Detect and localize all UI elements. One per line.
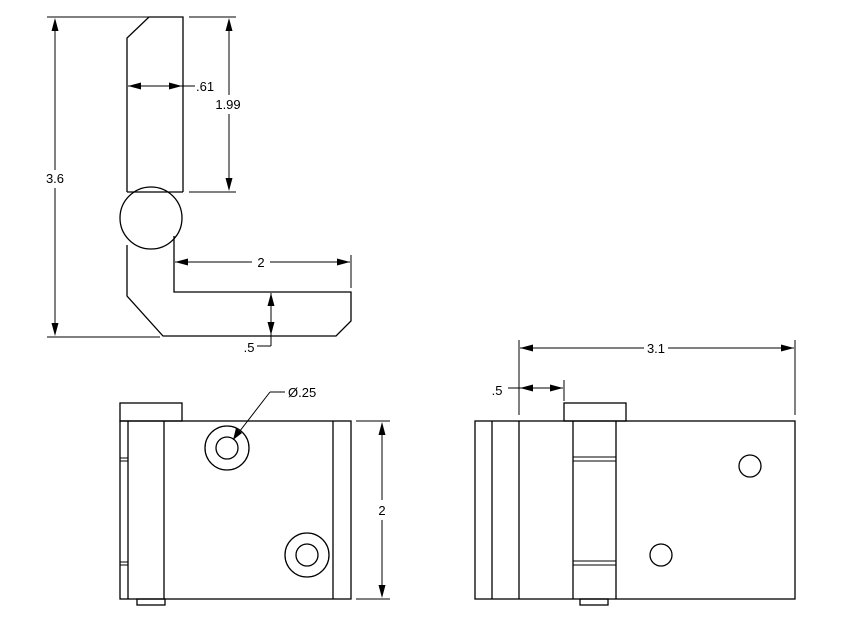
knuckle-circle — [119, 186, 183, 250]
dim-label-side-offset: .5 — [492, 383, 503, 398]
dim-label-front-height: 2 — [378, 503, 385, 518]
side-hole-lower — [649, 543, 673, 567]
upper-leaf-outline — [126, 16, 184, 192]
side-pin-cap — [563, 402, 627, 422]
dim-bent-leaf-length: 2 — [175, 255, 352, 288]
dim-upper-leaf-length: 1.99 — [189, 16, 241, 193]
dim-side-offset: .5 — [492, 380, 565, 401]
top-view — [119, 16, 352, 337]
front-hole-upper-counterbore — [204, 425, 250, 471]
dim-overall-height: 3.6 — [46, 16, 160, 338]
dim-hole-diameter: Ø.25 — [233, 385, 316, 440]
dim-bent-leaf-thickness: .5 — [244, 293, 275, 355]
front-view — [119, 402, 352, 606]
dim-leaf-width: .61 — [128, 79, 214, 94]
dim-label-overall-height: 3.6 — [46, 171, 64, 186]
dim-front-height: 2 — [356, 420, 390, 600]
dim-label-bent-leaf-length: 2 — [257, 255, 264, 270]
lower-leaf-outline — [126, 236, 352, 337]
front-pin-bottom — [136, 598, 166, 606]
front-hole-lower — [295, 543, 319, 567]
dim-label-leaf-width: .61 — [196, 79, 214, 94]
dim-label-side-width: 3.1 — [647, 341, 665, 356]
side-view — [474, 402, 796, 606]
dim-label-hole-diameter: Ø.25 — [288, 385, 316, 400]
dim-label-upper-leaf-length: 1.99 — [215, 97, 240, 112]
side-hole-upper — [738, 454, 762, 478]
side-pin-bottom — [579, 598, 609, 606]
side-plate — [474, 420, 796, 600]
front-hole-upper — [215, 436, 239, 460]
front-plate — [119, 420, 352, 600]
dim-side-width: 3.1 — [518, 340, 796, 415]
front-hole-lower-counterbore — [284, 532, 330, 578]
front-pin-cap — [119, 402, 183, 422]
dim-label-bent-leaf-thickness: .5 — [244, 340, 255, 355]
